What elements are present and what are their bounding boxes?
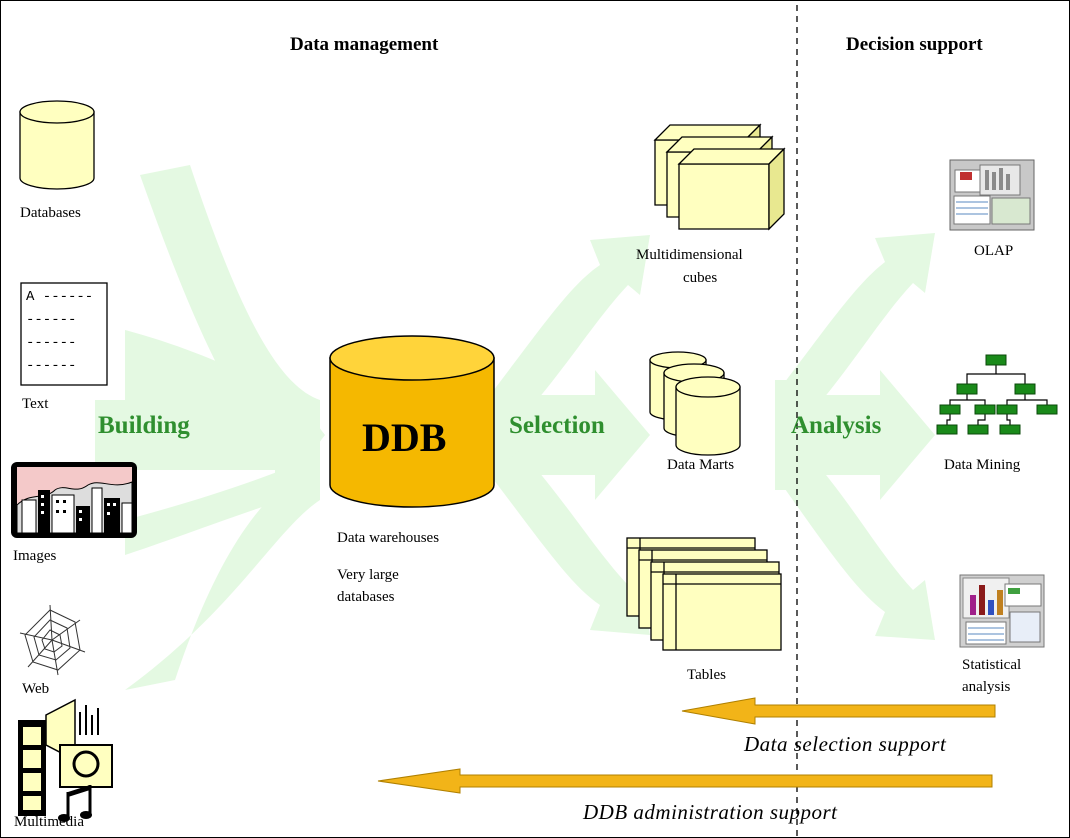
text-document-lines: A ------ ------ ------ ------ (26, 286, 93, 378)
store-label-tables: Tables (687, 667, 726, 683)
source-label-images: Images (13, 548, 57, 564)
stage-building: Building (98, 412, 190, 439)
flow-arrow-images (125, 455, 320, 555)
cubes-icon (653, 123, 786, 231)
tool-label-olap: OLAP (974, 243, 1014, 259)
support-arrows (377, 697, 996, 794)
store-label-cubes-1: Multidimensional (636, 247, 743, 263)
flow-arrow-analysis-down (775, 450, 935, 640)
spider-web-icon (19, 604, 86, 676)
flow-arrow-analysis-upper-body (775, 380, 800, 490)
multimedia-icon (18, 698, 113, 822)
ddb-label: DDB (362, 415, 447, 460)
text-doc-line: ------ (26, 312, 77, 328)
flow-arrow-selection-down (490, 450, 650, 635)
flow-arrow-building (95, 370, 325, 500)
text-doc-line: A ------ (26, 289, 94, 305)
store-label-marts: Data Marts (667, 457, 735, 473)
flow-arrow-web (125, 460, 320, 690)
data-marts-icon (649, 351, 741, 456)
store-label-cubes-2: cubes (683, 270, 718, 286)
data-selection-arrow (681, 697, 996, 725)
city-image-icon (11, 462, 137, 538)
tool-label-mining: Data Mining (944, 457, 1021, 473)
olap-icon (949, 159, 1035, 231)
ddb-caption-databases: databases (337, 589, 395, 605)
administration-arrow (377, 768, 993, 794)
source-label-multimedia: Multimedia (14, 814, 84, 830)
data-selection-support-label: Data selection support (744, 732, 947, 756)
tool-label-stats-2: analysis (962, 679, 1011, 695)
flow-arrows (95, 165, 935, 690)
stage-analysis: Analysis (791, 412, 882, 439)
text-document-icon (20, 282, 108, 386)
stage-selection: Selection (509, 412, 605, 439)
ddb-caption-very-large: Very large (337, 567, 399, 583)
data-mining-tree-icon (936, 354, 1058, 435)
decision-support-header: Decision support (846, 34, 983, 55)
tool-label-stats-1: Statistical (962, 657, 1022, 673)
flow-arrow-selection-up (490, 235, 650, 420)
text-doc-line: ------ (26, 335, 77, 351)
flow-arrow-analysis-up (775, 233, 935, 420)
source-label-databases: Databases (20, 205, 81, 221)
text-doc-line: ------ (26, 358, 77, 374)
source-label-web: Web (22, 681, 50, 697)
database-cylinder-icon (19, 100, 95, 190)
tables-icon (626, 537, 782, 651)
administration-support-label: DDB administration support (583, 800, 838, 824)
statistical-analysis-icon (959, 574, 1045, 648)
ddb-caption-warehouses: Data warehouses (337, 530, 440, 546)
ddb-cylinder (329, 335, 495, 508)
source-label-text: Text (22, 396, 49, 412)
data-management-header: Data management (290, 34, 439, 55)
